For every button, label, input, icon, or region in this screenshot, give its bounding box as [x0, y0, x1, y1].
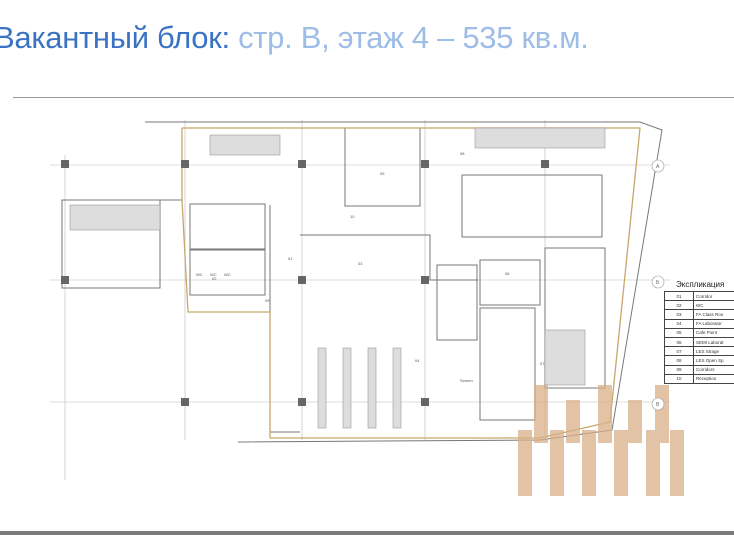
title-main: Вакантный блок: [0, 20, 230, 55]
room-label: 02 [212, 276, 217, 281]
bottom-bar [0, 531, 734, 535]
block-outline [181, 127, 641, 439]
axis-label: A [656, 164, 660, 170]
legend-name: FA Class Roo [693, 309, 734, 320]
watermark-logo [518, 385, 684, 496]
legend-num: 09 [664, 364, 694, 375]
slide-title: Вакантный блок: стр. В, этаж 4 – 535 кв.… [0, 20, 589, 56]
legend-header: Экспликация [676, 280, 725, 289]
floor-plan: 01 02 03 04 05 06 07 08 09 10 WC WC WC S… [50, 120, 684, 496]
room-label: 08 [460, 151, 465, 156]
legend-name: LES Open Sp [693, 355, 734, 366]
legend-num: 04 [664, 318, 694, 329]
axis-label: Б [656, 280, 660, 286]
legend-name: Reception [693, 373, 734, 384]
room-label: 09 [265, 298, 270, 303]
room-label: 10 [350, 214, 355, 219]
legend-num: 02 [664, 300, 694, 311]
legend-name: WC [693, 300, 734, 311]
room-label: 04 [415, 358, 420, 363]
title-divider [13, 97, 734, 98]
legend-name: FA Laborator [693, 318, 734, 329]
legend-name: LES Strage [693, 346, 734, 357]
title-detail: стр. В, этаж 4 – 535 кв.м. [229, 20, 589, 55]
axis-label: В [656, 402, 660, 408]
room-label: 01 [288, 256, 293, 261]
legend-num: 01 [664, 290, 694, 302]
room-label: 06 [505, 271, 510, 276]
legend-name: SEMI Laborat [693, 336, 734, 348]
room-label: 07 [540, 361, 545, 366]
columns [61, 160, 549, 406]
legend-num: 08 [664, 355, 694, 366]
furniture [69, 127, 606, 429]
wc-label: WC [224, 272, 231, 277]
room-label: 05 [380, 171, 385, 176]
room-label: 03 [358, 261, 363, 266]
legend-num: 10 [664, 373, 694, 384]
screen-label: Screen [460, 378, 473, 383]
legend-name: Corridor [693, 290, 734, 302]
wc-label: WC [210, 272, 217, 277]
legend-num: 03 [664, 309, 694, 320]
legend-num: 07 [664, 346, 694, 357]
legend-name: Corridors [693, 364, 734, 375]
legend-num: 05 [664, 327, 694, 338]
wc-label: WC [196, 272, 203, 277]
legend-num: 06 [664, 336, 694, 348]
walls [61, 121, 663, 443]
legend-name: Cafe Point [693, 327, 734, 338]
